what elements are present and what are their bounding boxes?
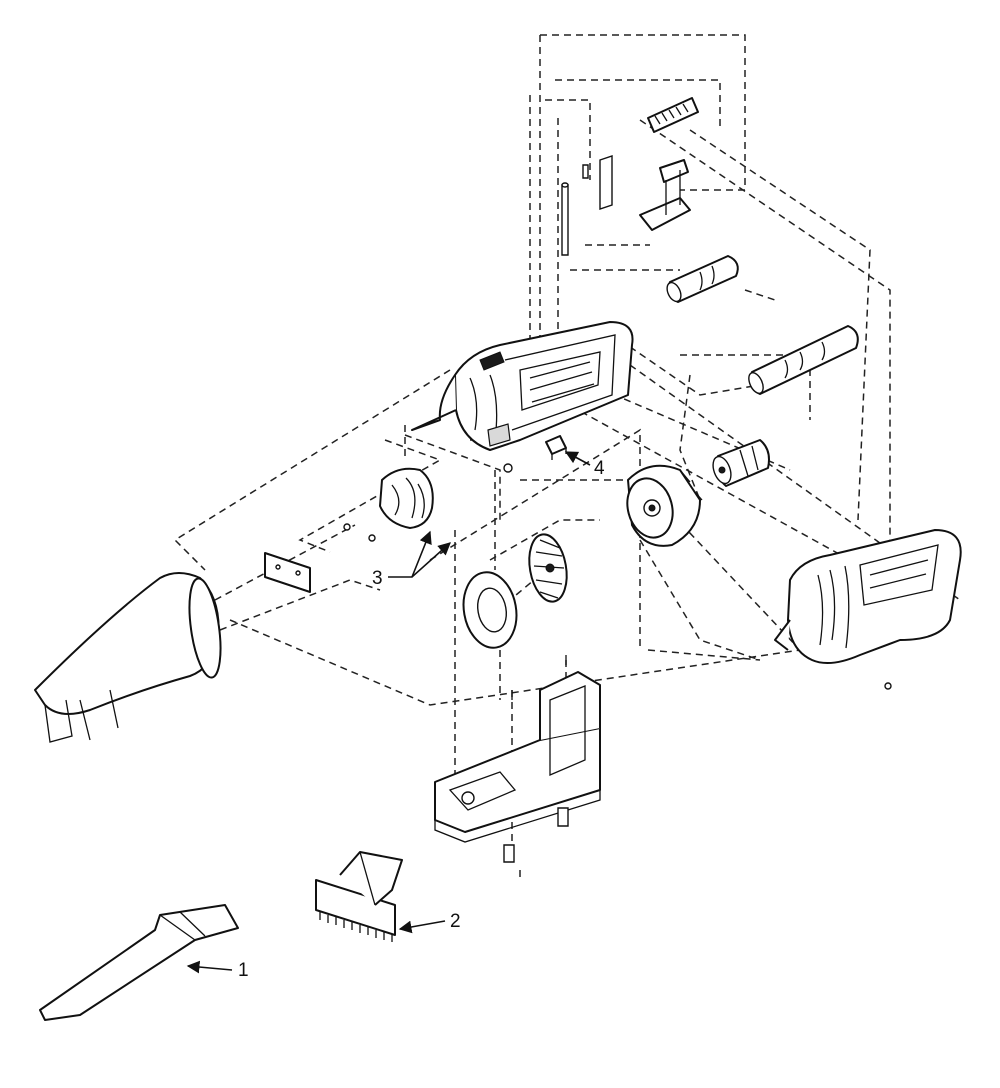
callout-4: 4: [564, 451, 605, 479]
callout-2-label: 2: [450, 911, 461, 932]
callout-1-label: 1: [238, 960, 249, 981]
seal-plate-part: [264, 552, 311, 593]
impeller-ring-part: [462, 571, 518, 649]
base-stand-part: [434, 671, 601, 843]
pin-ticks: [511, 655, 567, 700]
motor-shaft-part: [712, 439, 770, 487]
filter-grille-part: [647, 97, 699, 133]
washer-part: [503, 463, 513, 473]
rod-part: [561, 182, 569, 256]
switch-part: [545, 435, 567, 460]
battery-long-part: [748, 325, 859, 395]
impeller-part: [528, 533, 568, 603]
filter-bag-part: [379, 467, 434, 529]
upper-housing-part: [411, 321, 634, 451]
callout-3-label: 3: [372, 568, 383, 589]
crevice-tool-part: [39, 904, 239, 1021]
brush-tool-part: [315, 851, 403, 942]
battery-short-part: [666, 255, 739, 303]
handle-housing-part: [774, 529, 962, 690]
callout-2: 2: [398, 911, 461, 934]
foot-pin-part: [503, 844, 515, 863]
motor-part: [626, 464, 703, 547]
callout-3: 3: [372, 530, 451, 589]
callout-1: 1: [186, 960, 249, 981]
switch-bracket-part: [582, 155, 691, 231]
screw-part: [343, 523, 351, 531]
screw-part: [368, 534, 376, 542]
callout-4-label: 4: [594, 458, 605, 479]
dust-bowl-nozzle-part: [34, 572, 222, 743]
foot-pin-part: [557, 807, 569, 827]
